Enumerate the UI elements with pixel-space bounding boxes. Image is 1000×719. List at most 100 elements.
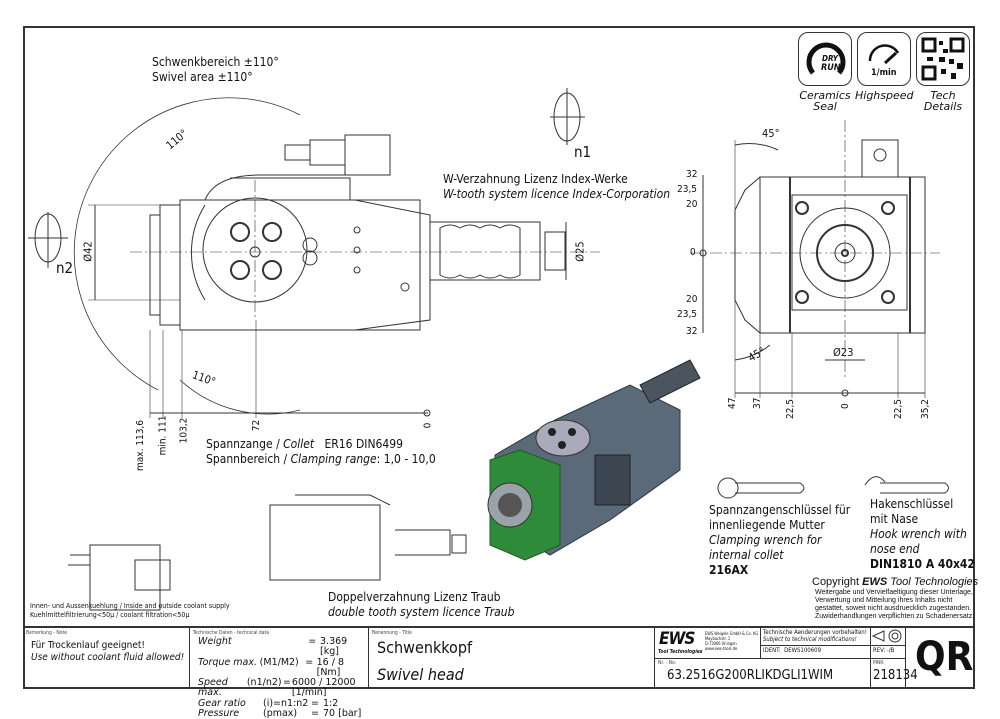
ident-value: DEWS100609 [784,647,822,654]
ident-area: IDENT: DEWS100609 [760,645,871,658]
copyright-prefix: Copyright [812,576,863,588]
tech-row-eq: = [311,708,319,719]
clamping-range-label-en: Clamping range [290,452,377,466]
tech-row-name: Pressure [198,708,240,719]
ews-logo-sub: Tool Technologies [658,649,703,655]
swivel-range-en: Swivel area ±110° [152,70,253,84]
address-line: www.ews-tools.de [705,646,738,651]
copyright-brand: EWS [862,576,888,588]
drawing-sheet [23,26,975,689]
tech-row-value: 3.369 [kg] [320,636,348,658]
coolant-line-2: Kuehlmittelfiltrierung<50µ / coolant fil… [30,611,190,619]
dry-run-icon [806,42,846,75]
clamping-range-label-de: Spannbereich / [206,452,291,466]
dim-h-37: 37 [752,397,763,409]
title-cell: Benennung - Title Schwenkkopf Swivel hea… [369,628,655,689]
note-cell: Bemerkung - Note Für Trockenlauf geeigne… [23,628,190,689]
nr-header: Nr. - No. [658,660,677,666]
clamping-wrench-de2: innenliegende Mutter [709,518,825,532]
address-line: Maybachstr. 1 [705,636,731,641]
swivel-range-de: Schwenkbereich ±110° [152,55,279,69]
dry-run-text-2: RUN [821,63,841,73]
tech-row: Weight=3.369 [kg] [198,636,368,658]
notice-area: Technische Aenderungen vorbehalten! Subj… [760,628,871,646]
rotation-n2-label: n2 [56,259,74,277]
collet-spec: ER16 DIN6499 [324,437,403,451]
collet-label-en: Collet [283,437,315,451]
tech-row-param: (i)=n1:n2 [263,697,309,709]
title-de: Schwenkkopf [377,638,473,657]
dim-h-225-right: 22,5 [893,398,904,419]
tech-row: Torque max.(M1/M2)=16 / 8 [Nm] [198,656,368,679]
dim-72: 72 [251,419,263,432]
collet-line: Spannzange / Collet ER16 DIN6499 [206,437,403,451]
tech-row-name: Speed max. [198,677,228,699]
address-line: D-73066 Uhingen [705,641,737,646]
mnr-header: MNR. [873,660,885,666]
dim-d25: Ø25 [573,241,587,262]
dim-r-32-bottom: 32 [686,326,698,337]
tech-row-value: 70 [bar] [323,708,362,719]
tech-row-value: 16 / 8 [Nm] [316,656,344,678]
tech-details-badge[interactable] [916,32,970,86]
housing-outline [179,199,421,331]
copyright-line: Weitergabe und Vervielfaeltigung dieser … [815,589,973,596]
tech-row: Pressure (pmax) = 70 [bar] [198,708,368,719]
highspeed-unit-text: 1/min [871,68,897,78]
ceramics-seal-label: Ceramics Seal [798,90,852,112]
tech-data-table: Weight=3.369 [kg] Torque max.(M1/M2)=16 … [198,636,368,719]
company-address: EWS Weigele GmbH & Co. KG Maybachstr. 1 … [705,631,758,651]
mnr-number: 218134 [873,668,918,683]
clamping-wrench-en1: Clamping wrench for [709,533,822,547]
angle-45-top: 45° [762,127,780,140]
dim-r-235-bottom: 23,5 [677,309,698,320]
clamping-wrench-code: 216AX [709,563,749,577]
dim-103: 103,2 [178,417,190,444]
copyright-line: gestattet, soweit nicht ausdruecklich zu… [815,605,972,612]
speedometer-icon [868,44,900,65]
dim-r-235-top: 23,5 [677,184,698,195]
ews-logo: EWS [659,629,695,649]
tech-header: Technische Daten - technical data [193,630,270,636]
badge-label-line: Details [923,100,963,113]
copyright-text: Weitergabe und Vervielfaeltigung dieser … [815,589,974,621]
tech-details-label: Tech Details [916,90,970,112]
note-header: Bemerkung - Note [26,630,67,636]
projection-icon [871,629,902,643]
highspeed-badge[interactable]: 1/min [857,32,911,86]
hook-wrench-note: Hakenschlüssel mit Nase Hook wrench with… [870,497,975,572]
badge-label-line: Ceramics [799,89,851,102]
title-block: Bemerkung - Note Für Trockenlauf geeigne… [23,626,975,719]
projection-symbol [870,628,906,646]
copyright-suffix: Tool Technologies [887,576,979,588]
badge-label-line: Seal [813,100,837,113]
qr-label: QR [915,634,974,680]
tech-row-param [261,637,308,658]
qr-code-icon [921,37,965,81]
dim-d23: Ø23 [833,346,854,359]
dim-r-0: 0 [690,247,696,258]
tech-row: Gear ratio(i)=n1:n2=1:2 [198,697,368,709]
w-tooth-de: W-Verzahnung Lizenz Index-Werke [443,172,628,186]
clamping-range-value: : 1,0 - 10,0 [376,452,436,466]
copyright-line: Zuwiderhandlungen verpflichten zu Schade… [815,613,975,620]
badge-label-line: Tech [930,89,956,102]
rotation-n1-label: n1 [574,143,592,161]
tech-row-eq: = [282,677,291,689]
tech-row-eq: = [308,636,317,647]
company-logo-area: EWS Tool Technologies EWS Weigele GmbH &… [655,628,761,658]
dim-0: 0 [422,422,434,429]
divider [870,658,871,689]
highspeed-label: Highspeed [855,89,914,102]
tech-row: Speed max.(n1/n2)=6000 / 12000 [1/min] [198,678,368,699]
tech-row-param: (pmax) [263,708,298,719]
hook-wrench-code: DIN1810 A 40x42 [870,557,975,571]
ident-row: IDENT: DEWS100609 [763,647,821,654]
ceramics-seal-badge[interactable]: DRY RUN [798,32,852,86]
dim-h-0: 0 [840,403,851,409]
dry-run-text-1: DRY [822,54,838,63]
notice-de: Technische Aenderungen vorbehalten! [763,629,867,636]
dim-h-47: 47 [727,397,738,409]
hook-wrench-de2: mit Nase [870,512,919,526]
